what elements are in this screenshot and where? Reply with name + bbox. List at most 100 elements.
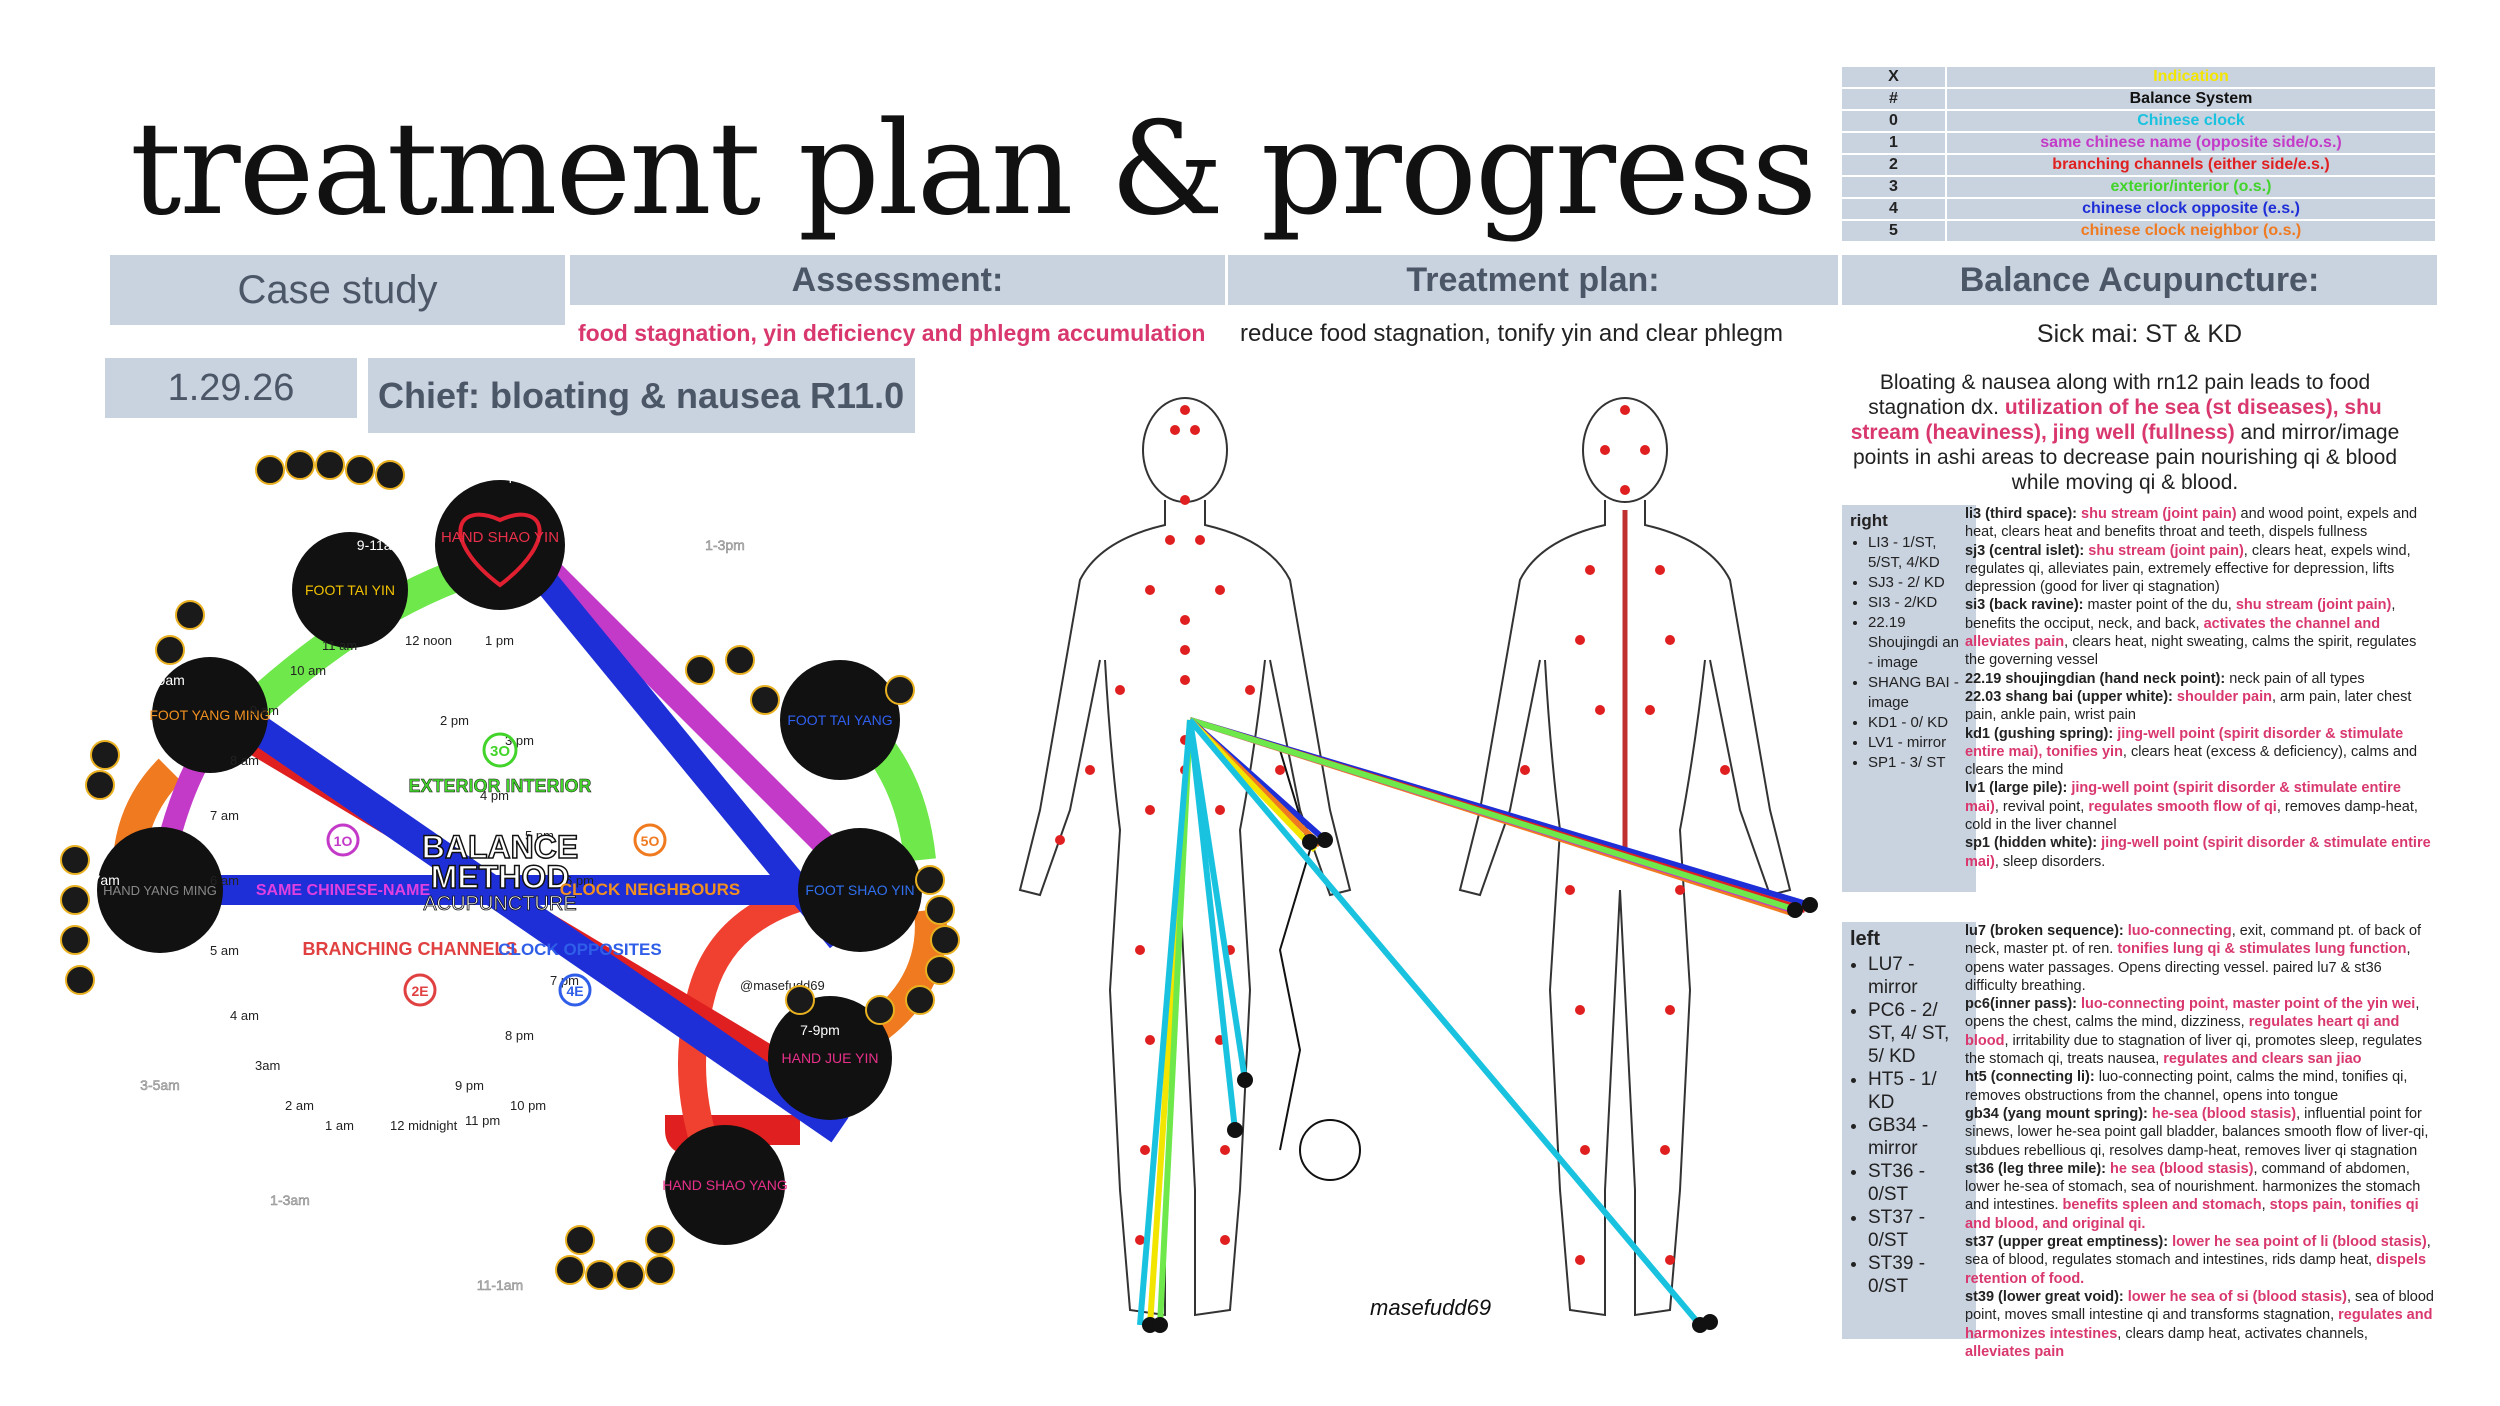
acupoint-dot — [1180, 615, 1190, 625]
point-note-key: st36 (leg three mile): — [1965, 1160, 2107, 1177]
point-note: lu7 (broken sequence): luo-connecting, e… — [1965, 922, 2437, 995]
point-note-highlight: shu stream (joint pain) — [2081, 506, 2237, 522]
acupoint-dot — [1140, 1145, 1150, 1155]
left-point-item: PC6 - 2/ ST, 4/ ST, 5/ KD — [1868, 999, 1968, 1068]
right-point-item: SP1 - 3/ ST — [1868, 753, 1968, 773]
system-clock-neighbours: 5O CLOCK NEIGHBOURS — [560, 823, 740, 899]
point-note-highlight: jing-well point (spirit disorder & stimu… — [1965, 780, 2401, 815]
left-point-item: GB34 - mirror — [1868, 1114, 1968, 1160]
clock-hour-label: 3 pm — [505, 733, 534, 748]
point-note-key: st37 (upper great emptiness): — [1965, 1234, 2169, 1251]
legend-key: 3 — [1840, 175, 1947, 199]
point-note-highlight: shoulder pain — [2176, 688, 2272, 705]
system-label-branching-channels: BRANCHING CHANNELS — [303, 939, 518, 959]
point-note-text: , irritability due to stagnation of live… — [1965, 1032, 2422, 1068]
point-note: 22.19 shoujingdian (hand neck point): ne… — [1965, 670, 2437, 688]
legend-label: branching channels (either side/e.s.) — [1945, 153, 2437, 177]
left-point-item: LU7 - mirror — [1868, 953, 1968, 999]
point-note-highlight: shu stream (joint pain) — [2088, 542, 2244, 559]
point-note-highlight: lower he sea point of li (blood stasis) — [2172, 1234, 2427, 1251]
point-note-highlight: lower he sea of si (blood stasis) — [2127, 1288, 2347, 1305]
acupoint-dot — [1660, 1145, 1670, 1155]
point-note-text: , opens the chest, calms the mind, dizzi… — [1965, 996, 2420, 1031]
symbol-circle — [785, 985, 815, 1015]
clock-hour-label: 6 am — [210, 873, 239, 888]
line-blue-diagonal-2 — [509, 541, 851, 949]
point-note-highlight: dispels retention of food. — [1965, 1252, 2427, 1287]
symbol-circle — [345, 455, 375, 485]
point-note-text: , benefits the occiput, neck, and back, — [1965, 597, 2396, 632]
acupoint-dot — [1565, 885, 1575, 895]
chief-complaint: Chief: bloating & nausea R11.0 — [368, 358, 915, 433]
symbol-circle — [65, 965, 95, 995]
point-note-text: luo-connecting point, calms the mind, to… — [1965, 1069, 2408, 1104]
legend-key: 2 — [1840, 153, 1947, 177]
left-point-item: ST36 - 0/ST — [1868, 1160, 1968, 1206]
legend-key: 0 — [1840, 109, 1947, 133]
clock-hour-label: 1 pm — [485, 633, 514, 648]
symbol-circle — [725, 645, 755, 675]
meridian-foot-shao-yin: FOOT SHAO YIN — [798, 828, 922, 952]
symbol-circle — [85, 770, 115, 800]
acupoint-dot — [1145, 805, 1155, 815]
center-label-method: METHOD — [431, 859, 570, 895]
point-note-key: ht5 (connecting li): — [1965, 1069, 2095, 1086]
symbol-circle — [645, 1255, 675, 1285]
point-note-key: 22.03 shang bai (upper white): — [1965, 688, 2173, 705]
symbol-circle — [60, 845, 90, 875]
point-note: st36 (leg three mile): he sea (blood sta… — [1965, 1160, 2437, 1233]
clock-range-label: 11-1am — [477, 1277, 523, 1293]
line-purple-diagonal — [531, 551, 869, 889]
symbol-circle — [905, 985, 935, 1015]
clock-signature: @masefudd69 — [740, 978, 825, 993]
acupoint-dot — [1520, 765, 1530, 775]
clock-hour-label: 11 pm — [465, 1113, 500, 1128]
acupoint-dot — [1665, 635, 1675, 645]
symbol-circle — [285, 450, 315, 480]
point-note-text: master point of the du, — [2087, 597, 2236, 614]
symbol-circle — [565, 1225, 595, 1255]
system-label-clock-neighbours: CLOCK NEIGHBOURS — [560, 880, 740, 899]
line-cyan-1 — [1137, 719, 1193, 1326]
acupoint-dot — [1620, 405, 1630, 415]
clock-range-label: 1-3pm — [705, 537, 745, 553]
decorative-symbol-circles — [60, 450, 960, 1290]
treatment-plan-text: reduce food stagnation, tonify yin and c… — [1240, 320, 1784, 347]
symbol-circle — [915, 865, 945, 895]
acupoint-dot — [1640, 445, 1650, 455]
clock-hour-label: 12 noon — [405, 633, 452, 648]
intro-part-a: Bloating & nausea along with rn12 pain l… — [1868, 371, 2371, 419]
point-note-text: , influential point for sinews, lower he… — [1965, 1105, 2429, 1159]
right-points-list: LI3 - 1/ST, 5/ST, 4/KDSJ3 - 2/ KDSI3 - 2… — [1850, 533, 1968, 773]
acupoint-dot — [1600, 445, 1610, 455]
system-label-same-chinese-name: SAME CHINESE-NAME — [256, 882, 431, 899]
balance-text: Sick mai: ST & KD — [2036, 320, 2243, 348]
legend-label: Balance System — [1945, 87, 2437, 111]
meridian-label-2: FOOT TAI YIN — [305, 582, 395, 598]
acupoint-dot — [1055, 835, 1065, 845]
legend-label: same chinese name (opposite side/o.s.) — [1945, 131, 2437, 155]
legend-key: # — [1840, 87, 1947, 111]
treatment-connection-lines — [1137, 717, 1811, 1327]
acupoint-dot — [1275, 765, 1285, 775]
date-box: 1.29.26 — [105, 358, 357, 418]
assessment-header: Assessment: — [570, 255, 1225, 305]
point-note-highlight: tonifies lung qi & stimulates lung funct… — [2117, 941, 2407, 958]
right-points-title: right — [1850, 511, 1888, 530]
arc-red-lower — [664, 1114, 801, 1155]
symbol-circle — [255, 455, 285, 485]
balance-method-clock-diagram: HAND SHAO YIN FOOT TAI YIN FOOT YANG MIN… — [60, 450, 980, 1293]
acupoint-dot — [1645, 705, 1655, 715]
point-note-highlight: activates the channel and alleviates pai… — [1965, 615, 2381, 651]
acupoint-dot — [1215, 805, 1225, 815]
left-point-item: ST39 - 0/ST — [1868, 1252, 1968, 1298]
clock-range-label: 11-1pm — [482, 467, 528, 483]
acupoint-dot — [1245, 685, 1255, 695]
point-note: lv1 (large pile): jing-well point (spiri… — [1965, 779, 2437, 834]
case-study-header: Case study — [110, 255, 565, 325]
clock-hour-label: 10 pm — [510, 1098, 546, 1113]
acupoint-dot — [1665, 1255, 1675, 1265]
